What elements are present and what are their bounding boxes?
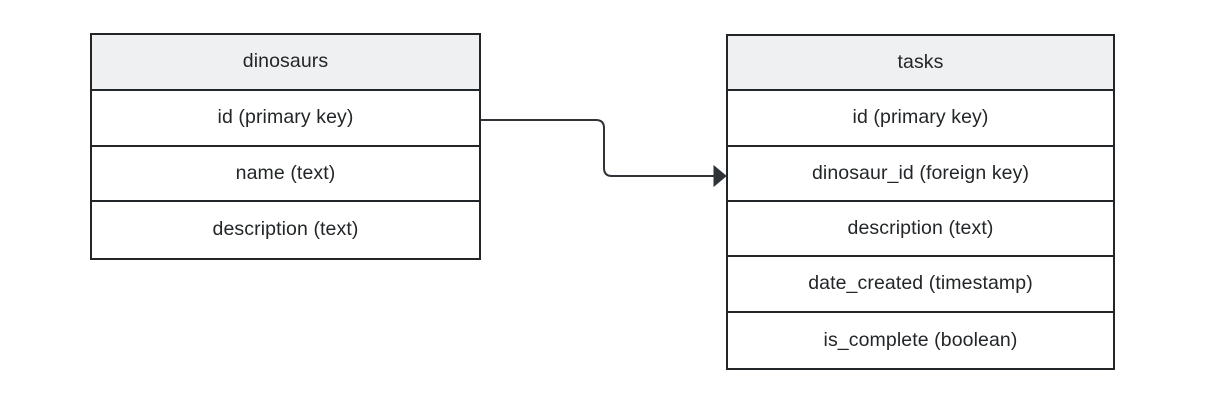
- entity-field-dinosaurs-id[interactable]: id (primary key): [92, 90, 479, 147]
- entity-field-tasks-is-complete[interactable]: is_complete (boolean): [728, 312, 1113, 369]
- entity-field-tasks-dinosaur-id[interactable]: dinosaur_id (foreign key): [728, 146, 1113, 203]
- entity-table-dinosaurs[interactable]: dinosaurs id (primary key) name (text) d…: [90, 33, 481, 260]
- entity-field-dinosaurs-description[interactable]: description (text): [92, 202, 479, 259]
- entity-title-tasks[interactable]: tasks: [728, 36, 1113, 92]
- entity-table-tasks[interactable]: tasks id (primary key) dinosaur_id (fore…: [726, 34, 1115, 370]
- entity-field-dinosaurs-name[interactable]: name (text): [92, 146, 479, 203]
- entity-field-tasks-id[interactable]: id (primary key): [728, 91, 1113, 147]
- relationship-line-dinosaurs-to-tasks[interactable]: [481, 119, 714, 177]
- entity-field-tasks-date-created[interactable]: date_created (timestamp): [728, 257, 1113, 313]
- entity-title-dinosaurs[interactable]: dinosaurs: [92, 35, 479, 91]
- arrow-head-icon[interactable]: [713, 164, 727, 188]
- entity-field-tasks-description[interactable]: description (text): [728, 202, 1113, 258]
